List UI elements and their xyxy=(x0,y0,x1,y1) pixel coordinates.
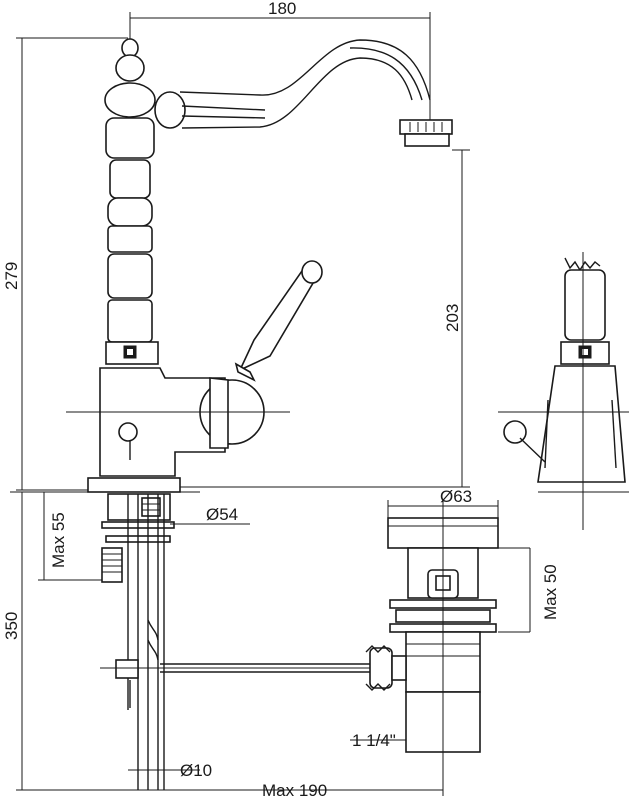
dim-label-dia-54: Ø54 xyxy=(206,505,238,524)
dim-label-350: 350 xyxy=(2,612,21,640)
dimension-total-height: 279 xyxy=(2,37,128,491)
dim-label-180: 180 xyxy=(268,0,296,18)
dimension-max-reach-below: Max 190 xyxy=(164,752,444,800)
drain-assembly: Ø63 Max 50 1 1/4" xyxy=(350,487,560,790)
dimension-spout-reach: 180 xyxy=(129,0,431,120)
dim-label-thread: 1 1/4" xyxy=(352,731,396,750)
faucet-side-view xyxy=(498,252,629,530)
dim-label-max-55: Max 55 xyxy=(49,512,68,568)
dim-label-203: 203 xyxy=(443,304,462,332)
dim-label-max-190: Max 190 xyxy=(262,781,327,800)
dimension-spout-height: 203 xyxy=(170,149,470,488)
dim-label-279: 279 xyxy=(2,262,21,290)
under-deck-assembly: Max 55 Ø54 350 xyxy=(2,491,380,791)
dim-label-max-50: Max 50 xyxy=(541,564,560,620)
dim-label-dia-63: Ø63 xyxy=(440,487,472,506)
dim-label-dia-10: Ø10 xyxy=(180,761,212,780)
faucet-front-view xyxy=(66,38,453,493)
